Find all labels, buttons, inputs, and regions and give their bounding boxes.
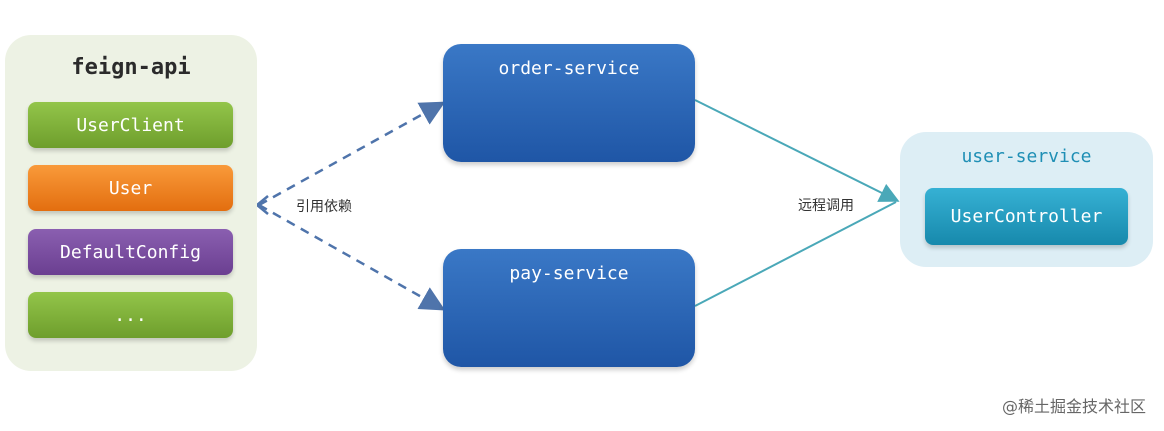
user-chip[interactable]: User (28, 165, 233, 211)
order-service-box[interactable]: order-service (443, 44, 695, 162)
dependency-label: 引用依赖 (296, 199, 352, 215)
remote-call-line-pay (694, 201, 897, 307)
pay-service-label: pay-service (509, 263, 629, 284)
user-controller-chip[interactable]: UserController (925, 188, 1128, 245)
dependency-line-pay (258, 203, 446, 311)
pay-service-box[interactable]: pay-service (443, 249, 695, 367)
user-service-panel: user-service UserController (900, 132, 1153, 267)
user-client-chip[interactable]: UserClient (28, 102, 233, 148)
more-items-chip[interactable]: ... (28, 292, 233, 338)
remote-call-line-order (694, 99, 900, 202)
default-config-chip[interactable]: DefaultConfig (28, 229, 233, 275)
user-service-title: user-service (961, 146, 1092, 167)
order-service-label: order-service (498, 58, 640, 79)
dependency-arrowhead-left (255, 195, 269, 215)
watermark-text: @稀土掘金技术社区 (1001, 397, 1146, 416)
remote-call-label: 远程调用 (798, 198, 854, 214)
dependency-line-order (258, 101, 446, 207)
feign-api-panel: feign-api UserClient User DefaultConfig … (5, 35, 257, 371)
feign-api-title: feign-api (71, 55, 191, 80)
